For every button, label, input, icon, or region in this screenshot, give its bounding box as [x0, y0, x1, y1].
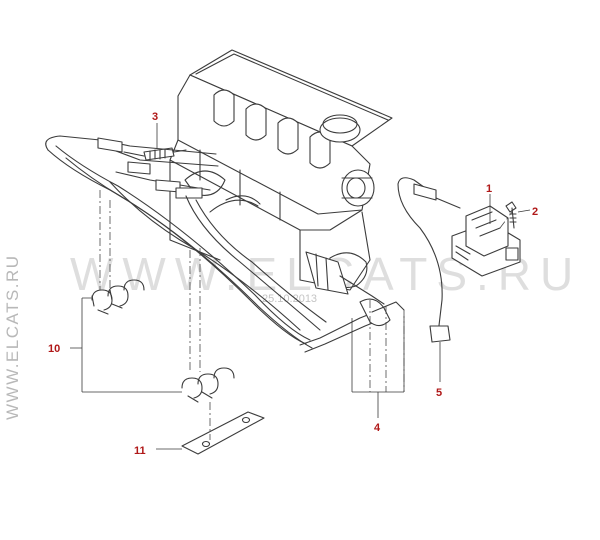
watermark-date: 25.10.2013 [262, 293, 317, 305]
watermark-side-text: WWW.ELCATS.RU [3, 254, 22, 420]
lead-clip-lower [181, 367, 235, 403]
callout-5: 5 [436, 387, 442, 399]
engine-block [169, 49, 393, 291]
callout-1: 1 [486, 183, 492, 195]
lead-bracket [181, 411, 265, 455]
ignition-leads [45, 135, 405, 353]
callout-4: 4 [374, 422, 381, 434]
callout-2: 2 [532, 206, 538, 218]
callout-labels: 1 2 3 4 5 10 11 [48, 111, 538, 457]
spark-plug [123, 147, 187, 161]
callout-3: 3 [152, 111, 158, 123]
callout-11: 11 [134, 445, 146, 457]
assembly-phantom-lines [99, 190, 513, 440]
coil-lead [397, 177, 461, 343]
callout-leaders [70, 123, 531, 450]
callout-10: 10 [48, 343, 60, 355]
ignition-coil [451, 205, 521, 277]
